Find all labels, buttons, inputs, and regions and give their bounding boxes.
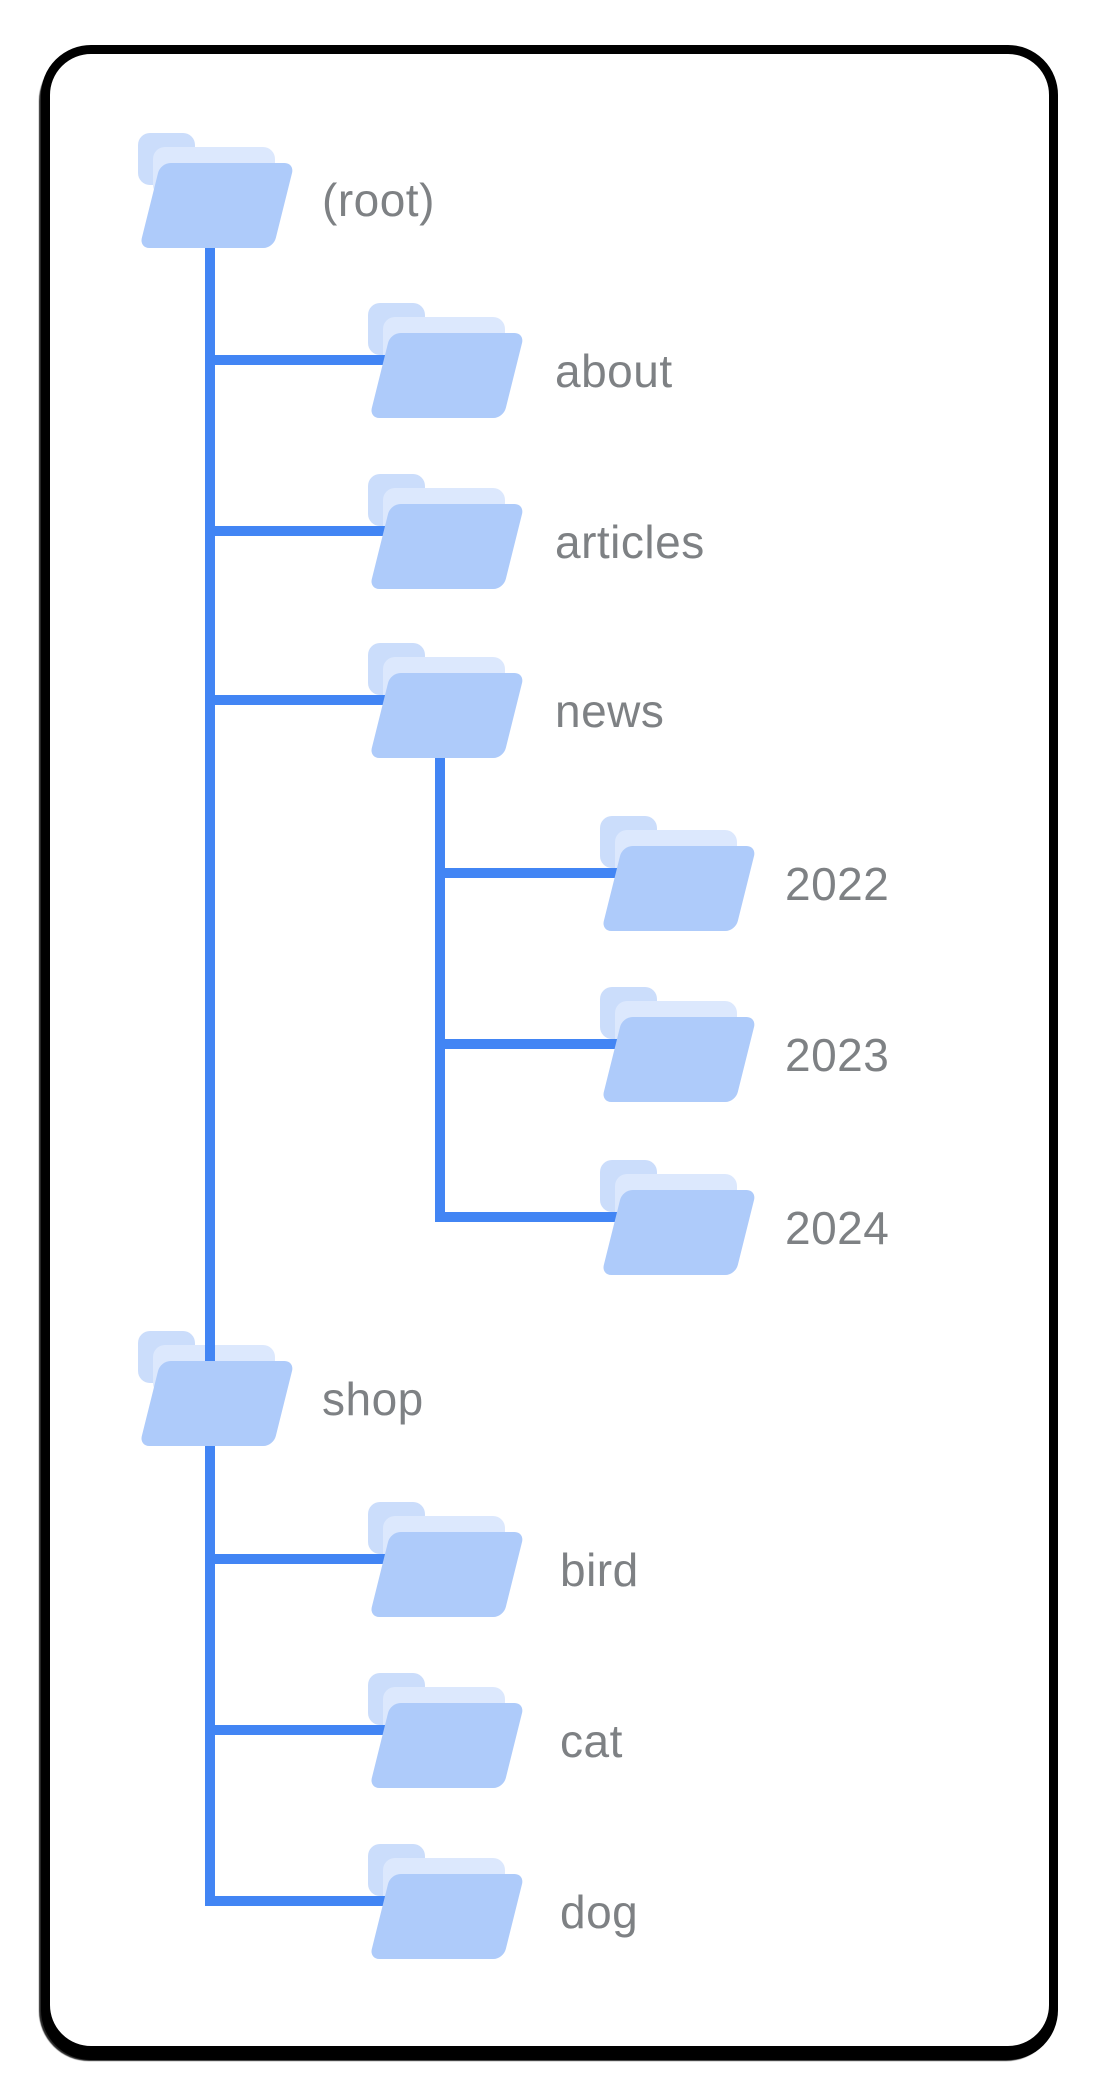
folder-label-root: (root) xyxy=(322,174,435,226)
folder-label-news: news xyxy=(555,685,664,737)
folder-icon-about xyxy=(369,333,525,418)
folder-icon-2024 xyxy=(601,1190,757,1275)
folder-label-2024: 2024 xyxy=(785,1202,889,1254)
folder-label-dog: dog xyxy=(560,1886,638,1938)
folder-icon-cat xyxy=(369,1703,525,1788)
folder-icon-root xyxy=(139,163,295,248)
folder-label-2023: 2023 xyxy=(785,1029,889,1081)
folder-label-cat: cat xyxy=(560,1715,623,1767)
folder-icon-dog xyxy=(369,1874,525,1959)
folder-icon-bird xyxy=(369,1532,525,1617)
folder-label-articles: articles xyxy=(555,516,705,568)
folder-label-shop: shop xyxy=(322,1373,424,1425)
folder-icon-2023 xyxy=(601,1017,757,1102)
folder-icon-news xyxy=(369,673,525,758)
connector-root-trunk-and-dog xyxy=(205,195,410,1906)
folder-icon-2022 xyxy=(601,846,757,931)
folder-label-2022: 2022 xyxy=(785,858,889,910)
folder-icon-articles xyxy=(369,504,525,589)
folder-label-about: about xyxy=(555,345,673,397)
folder-label-bird: bird xyxy=(560,1544,639,1596)
connector-news-trunk-and-2024 xyxy=(435,715,640,1222)
folder-icon-shop xyxy=(139,1361,295,1446)
